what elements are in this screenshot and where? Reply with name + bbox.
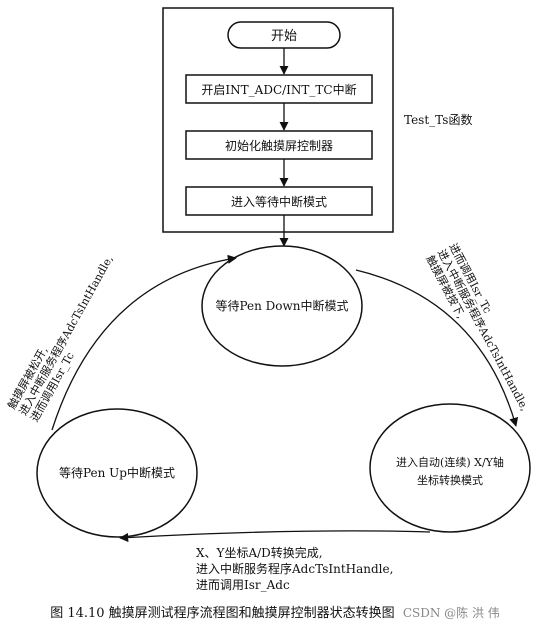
state-auto-convert	[369, 403, 531, 533]
arc-auto-to-pen-up	[119, 530, 431, 543]
step1-box	[185, 74, 373, 104]
watermark-text: CSDN @陈 洪 伟	[402, 606, 500, 620]
label-down-to-auto: 触摸屏被按下, 进入中断服务程序AdcTsIntHandle, 进而调用Isr_…	[423, 241, 532, 413]
function-frame	[162, 7, 394, 233]
start-label: 开始	[271, 29, 297, 44]
step1-label: 开启INT_ADC/INT_TC中断	[201, 82, 356, 97]
state-pen-up	[36, 408, 198, 538]
diagram-canvas: Test_Ts函数 开始 开启INT_ADC/INT_TC中断 初始化触摸屏控制…	[4, 7, 532, 592]
arc-pen-down-to-auto	[355, 269, 519, 427]
label-auto-to-up-line3: 进而调用Isr_Adc	[196, 578, 290, 592]
state-auto-label-line1: 进入自动(连续) X/Y轴	[396, 455, 504, 469]
figure-caption: 图 14.10 触摸屏测试程序流程图和触摸屏控制器状态转换图 CSDN @陈 洪…	[0, 602, 550, 621]
state-pen-up-label: 等待Pen Up中断模式	[59, 465, 175, 480]
state-pen-down-label: 等待Pen Down中断模式	[215, 298, 348, 313]
step2-box	[185, 130, 373, 160]
label-auto-to-up-line2: 进入中断服务程序AdcTsIntHandle,	[196, 561, 393, 576]
label-down-to-auto-line2: 进入中断服务程序AdcTsIntHandle,	[435, 247, 532, 413]
label-auto-to-up-line1: X、Y坐标A/D转换完成,	[196, 545, 323, 560]
step2-label: 初始化触摸屏控制器	[225, 139, 333, 153]
step3-label: 进入等待中断模式	[231, 194, 327, 209]
state-auto-label-line2: 坐标转换模式	[417, 473, 483, 487]
arc-pen-up-to-pen-down	[51, 254, 237, 431]
label-up-to-down: 触摸屏被松开, 进入中断服务程序AdcTsIntHandle, 进而调用Isr_…	[4, 253, 115, 424]
caption-text: 图 14.10 触摸屏测试程序流程图和触摸屏控制器状态转换图	[50, 606, 395, 621]
function-label: Test_Ts函数	[404, 112, 472, 127]
step3-box	[185, 186, 373, 216]
state-pen-down	[201, 245, 363, 367]
